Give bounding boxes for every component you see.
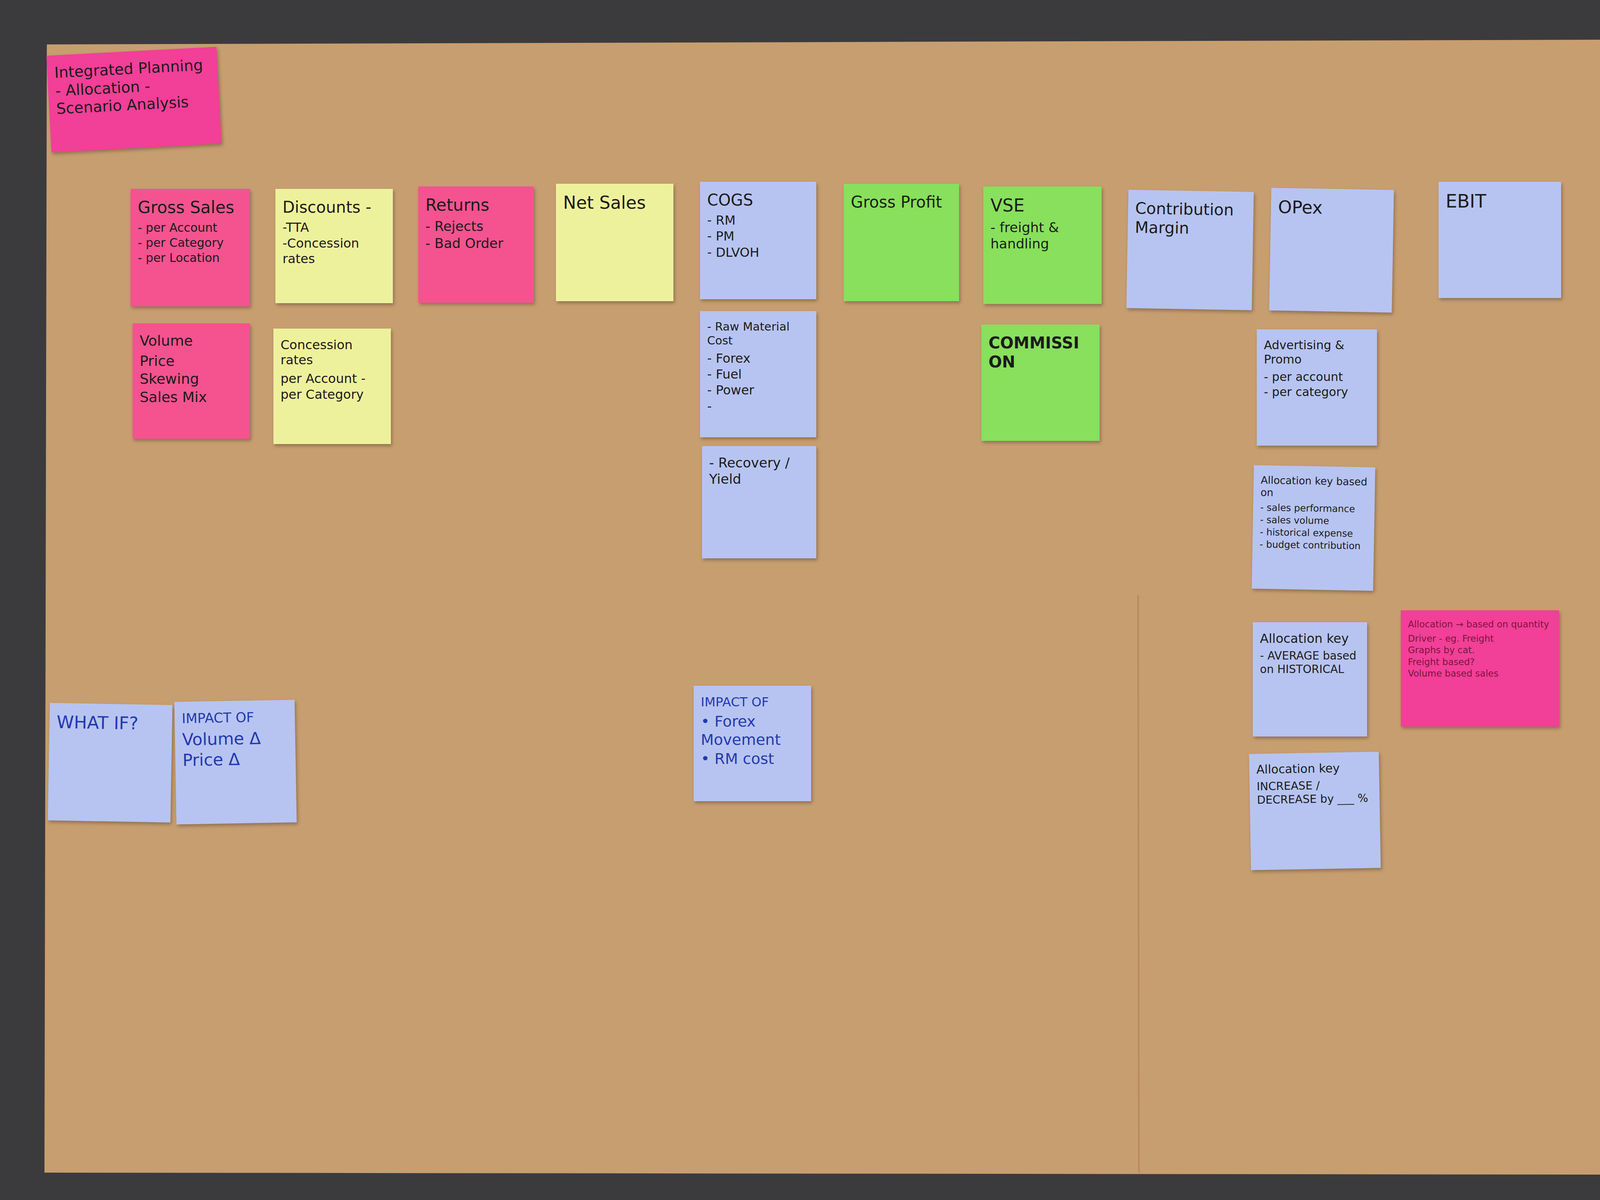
sticky-note: Gross Profit xyxy=(843,183,960,302)
note-line: Graphs by cat. xyxy=(1407,644,1552,656)
note-line: INCREASE / DECREASE by ___ % xyxy=(1256,777,1373,807)
note-line: - freight & handling xyxy=(990,219,1095,252)
sticky-note: Contribution Margin xyxy=(1126,189,1254,310)
sticky-note: Concession rates per Account -per Categor… xyxy=(273,328,391,445)
note-line: Freight based? xyxy=(1407,656,1552,668)
note-line: - per Location xyxy=(137,250,243,266)
note-heading: Allocation → based on quantity xyxy=(1407,619,1552,631)
note-heading: IMPACT OF xyxy=(181,708,289,727)
note-line: - per Category xyxy=(137,235,243,250)
note-line: Skewing xyxy=(139,370,243,388)
note-line: - Rejects xyxy=(425,218,527,235)
note-heading: Gross Profit xyxy=(850,192,952,212)
note-line: -Concession rates xyxy=(282,235,386,267)
note-line: - per account xyxy=(1263,369,1370,385)
note-line: Sales Mix xyxy=(139,388,243,406)
sticky-note: COMMISSION xyxy=(981,324,1100,441)
note-line: • Forex Movement xyxy=(700,712,804,749)
sticky-note: Allocation → based on quantityDriver - e… xyxy=(1400,610,1560,727)
note-line: - budget contribution xyxy=(1259,538,1367,552)
note-line: - sales volume xyxy=(1259,514,1368,528)
note-line: - DLVOH xyxy=(707,244,810,260)
sticky-note: Returns - Rejects- Bad Order xyxy=(418,186,534,303)
note-line: Volume based sales xyxy=(1407,668,1552,680)
sticky-note: Gross Sales - per Account- per Category- … xyxy=(130,188,250,307)
sticky-note: VolumePriceSkewingSales Mix xyxy=(132,323,250,439)
note-line: - per Account xyxy=(137,220,243,235)
note-heading: EBIT xyxy=(1445,190,1554,213)
sticky-note: IMPACT OFVolume ΔPrice Δ xyxy=(174,699,297,825)
sticky-note: - Recovery / Yield xyxy=(701,446,817,559)
note-line: per Category xyxy=(280,386,384,402)
sticky-note: OPex xyxy=(1269,187,1394,313)
note-line: per Account - xyxy=(280,371,384,387)
sticky-note: Discounts - -TTA-Concession rates xyxy=(275,188,393,304)
note-heading: - Raw Material Cost xyxy=(707,319,810,348)
note-heading: IMPACT OF xyxy=(700,694,804,710)
paper-seam xyxy=(1138,595,1139,1173)
sticky-note: IMPACT OF • Forex Movement• RM cost xyxy=(693,685,812,802)
note-line: - PM xyxy=(707,228,810,244)
note-line: • RM cost xyxy=(700,750,804,769)
sticky-note: Net Sales xyxy=(555,183,674,302)
sticky-note: - Raw Material Cost - Forex- Fuel- Power- xyxy=(700,311,817,438)
note-line: - per category xyxy=(1263,384,1370,400)
note-heading: Concession rates xyxy=(280,337,384,368)
note-heading: Contribution Margin xyxy=(1134,198,1247,239)
note-line: Price Δ xyxy=(182,748,289,771)
note-heading: OPex xyxy=(1277,196,1387,220)
note-heading: Volume xyxy=(139,332,243,350)
note-heading: VSE xyxy=(990,195,1095,217)
note-line: - Power xyxy=(707,382,810,398)
sticky-note: VSE- freight & handling xyxy=(983,186,1102,304)
note-line: - RM xyxy=(707,212,810,228)
note-line: Driver - eg. Freight xyxy=(1407,633,1552,645)
note-heading: WHAT IF? xyxy=(56,711,166,735)
note-heading: Allocation key based on xyxy=(1260,474,1368,501)
note-line: - sales performance xyxy=(1260,501,1368,516)
note-heading: Allocation key xyxy=(1256,760,1373,777)
sticky-note: Advertising & Promo - per account- per ca… xyxy=(1256,329,1377,446)
sticky-note: Allocation key based on- sales performan… xyxy=(1251,465,1375,591)
note-heading: Discounts - xyxy=(282,197,386,217)
note-heading: Integrated Planning - Allocation - Scena… xyxy=(53,55,213,119)
note-line: -TTA xyxy=(282,219,386,235)
note-heading: Allocation key xyxy=(1259,630,1360,647)
sticky-note: WHAT IF? xyxy=(47,702,173,823)
note-heading: COMMISSION xyxy=(988,333,1093,372)
note-heading: Advertising & Promo xyxy=(1263,338,1370,367)
sticky-note: COGS - RM- PM- DLVOH xyxy=(700,181,817,300)
sticky-note: Integrated Planning - Allocation - Scena… xyxy=(46,46,222,153)
note-heading: Gross Sales xyxy=(137,197,243,218)
note-heading: Net Sales xyxy=(563,192,667,214)
note-line: - xyxy=(707,398,810,414)
note-line: Price xyxy=(139,352,243,370)
note-line: - Fuel xyxy=(707,366,810,382)
note-heading: - Recovery / Yield xyxy=(709,454,810,488)
note-line: - Bad Order xyxy=(425,235,527,252)
note-line: - historical expense xyxy=(1259,526,1368,541)
note-line: Volume Δ xyxy=(182,727,289,750)
kraft-paper xyxy=(44,39,1600,1175)
sticky-note: Allocation keyINCREASE / DECREASE by ___… xyxy=(1248,751,1381,871)
sticky-note: Allocation key - AVERAGE based on HISTORI… xyxy=(1252,622,1368,737)
note-heading: COGS xyxy=(707,190,810,210)
note-line: - AVERAGE based on HISTORICAL xyxy=(1259,649,1360,676)
note-line: - Forex xyxy=(707,350,810,366)
sticky-note: EBIT xyxy=(1438,181,1562,299)
note-heading: Returns xyxy=(425,195,527,216)
